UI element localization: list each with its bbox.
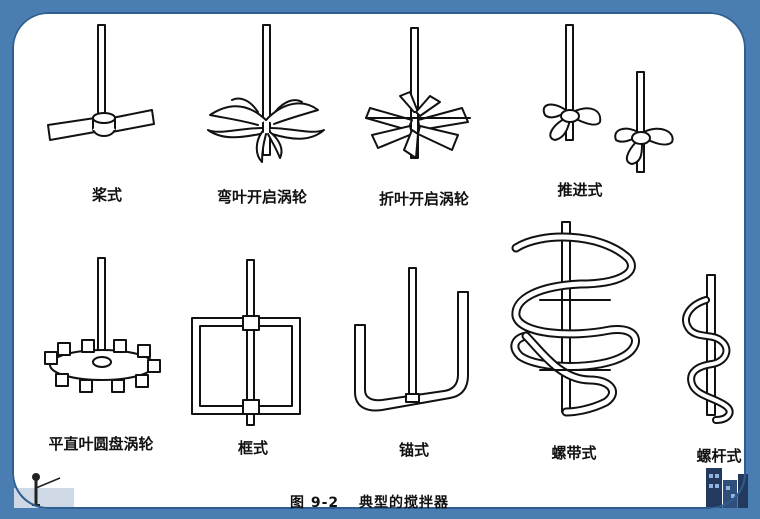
label-screw: 螺杆式 <box>696 447 742 465</box>
frame-agitator-illustration <box>191 259 301 426</box>
label-flat-disc-turbine: 平直叶圆盘涡轮 <box>48 435 154 453</box>
curved-blade-turbine-illustration <box>207 24 325 163</box>
helical-ribbon-illustration <box>510 221 640 417</box>
label-anchor: 锚式 <box>398 441 430 459</box>
label-propeller: 推进式 <box>557 181 603 199</box>
figure-title: 典型的搅拌器 <box>359 495 450 511</box>
propeller-agitator-illustration <box>542 24 674 173</box>
figure-caption: 图 9-2 典型的搅拌器 <box>290 492 449 512</box>
slide-canvas <box>12 12 746 509</box>
label-helical-ribbon: 螺带式 <box>551 444 597 462</box>
label-paddle: 桨式 <box>91 186 123 204</box>
decorative-person-icon <box>14 473 74 508</box>
label-curved-blade-turbine: 弯叶开启涡轮 <box>216 188 308 206</box>
figure-number: 图 9-2 <box>290 495 340 511</box>
label-frame: 框式 <box>237 439 269 457</box>
anchor-agitator-illustration <box>354 267 469 412</box>
flat-disc-turbine-illustration <box>44 257 161 393</box>
pitched-blade-turbine-illustration <box>365 27 471 159</box>
decorative-buildings-icon <box>706 468 748 508</box>
screw-agitator-illustration <box>682 274 734 424</box>
label-pitched-blade-turbine: 折叶开启涡轮 <box>378 190 470 208</box>
paddle-agitator-illustration <box>47 24 155 141</box>
